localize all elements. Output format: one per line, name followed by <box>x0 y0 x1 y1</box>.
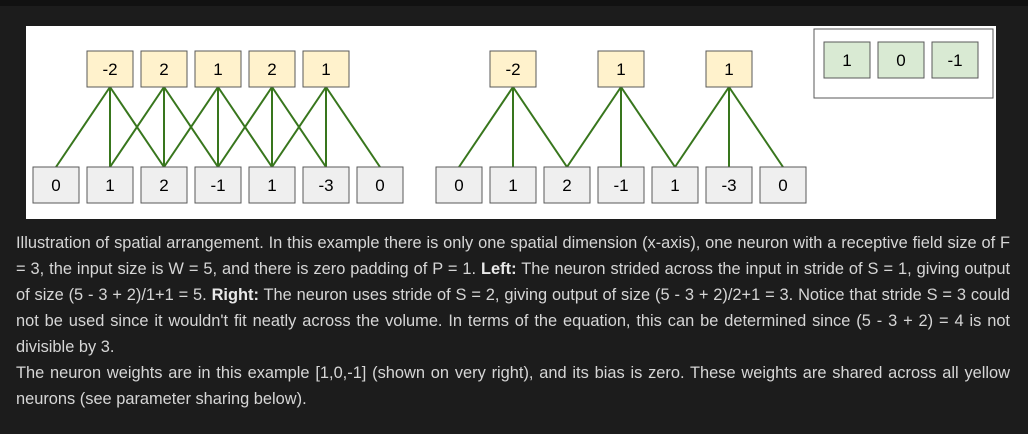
right-output-neuron-value: -2 <box>505 60 520 79</box>
left-input-cell: 0 <box>356 166 404 204</box>
left-output-neuron-value: 1 <box>213 60 222 79</box>
right-output-neuron-value: 1 <box>616 60 625 79</box>
weight-cell: 0 <box>877 41 925 79</box>
left-input-cell-rect <box>302 166 350 204</box>
caption-left-text: The neuron strided across the input in s… <box>16 260 1011 304</box>
left-output-neuron: 1 <box>302 50 350 88</box>
weight-cell-value: 0 <box>896 51 905 70</box>
weight-cell-rect <box>931 41 979 79</box>
left-input-cell-rect <box>194 166 242 204</box>
right-input-cell: 0 <box>759 166 807 204</box>
right-connection-line <box>566 86 622 168</box>
left-input-cell-value: 0 <box>375 176 384 195</box>
left-input-cell-rect <box>248 166 296 204</box>
top-bar <box>0 0 1028 6</box>
right-output-neuron-rect <box>705 50 753 88</box>
left-input-cell-value: 1 <box>267 176 276 195</box>
left-output-neuron-value: 2 <box>159 60 168 79</box>
left-connection-line <box>55 86 111 168</box>
left-connection-line <box>109 86 165 168</box>
right-input-cell-rect <box>597 166 645 204</box>
right-input-cell: 2 <box>543 166 591 204</box>
left-input-cell-value: -1 <box>210 176 225 195</box>
right-output-neuron: 1 <box>705 50 753 88</box>
right-input-cell-rect <box>489 166 537 204</box>
right-connection-line <box>674 86 730 168</box>
figure-caption: Illustration of spatial arrangement. In … <box>16 230 1010 412</box>
right-input-cell-value: 0 <box>454 176 463 195</box>
left-output-neuron-rect <box>248 50 296 88</box>
right-input-cell-rect <box>435 166 483 204</box>
caption-paragraph-1: Illustration of spatial arrangement. In … <box>16 230 1010 360</box>
weight-cell-rect <box>877 41 925 79</box>
right-input-cell-rect <box>543 166 591 204</box>
caption-left-label: Left: <box>481 260 517 278</box>
left-input-cell-value: 0 <box>51 176 60 195</box>
left-output-neuron: 2 <box>140 50 188 88</box>
left-input-cell-rect <box>356 166 404 204</box>
right-output-neuron-value: 1 <box>724 60 733 79</box>
right-input-cell-rect <box>759 166 807 204</box>
left-output-neuron: -2 <box>86 50 134 88</box>
left-input-cell: 1 <box>248 166 296 204</box>
left-output-neuron-rect <box>140 50 188 88</box>
left-connection-line <box>163 86 219 168</box>
left-input-cell: 1 <box>86 166 134 204</box>
weight-cell: -1 <box>931 41 979 79</box>
right-connection-line <box>512 86 568 168</box>
weight-cell-value: -1 <box>947 51 962 70</box>
left-connection-line <box>217 86 273 168</box>
right-output-neuron: 1 <box>597 50 645 88</box>
right-input-cell-value: 2 <box>562 176 571 195</box>
right-connection-line <box>620 86 676 168</box>
right-input-cell-value: 0 <box>778 176 787 195</box>
right-input-cell-rect <box>651 166 699 204</box>
right-input-cell: 1 <box>489 166 537 204</box>
caption-paragraph-2: The neuron weights are in this example [… <box>16 364 1010 408</box>
left-connection-line <box>325 86 381 168</box>
right-input-cell-value: 1 <box>670 176 679 195</box>
weight-cell: 1 <box>823 41 871 79</box>
left-input-cell-value: 2 <box>159 176 168 195</box>
left-connection-line <box>271 86 327 168</box>
right-output-neuron: -2 <box>489 50 537 88</box>
right-input-cell-value: 1 <box>508 176 517 195</box>
left-input-cell-rect <box>32 166 80 204</box>
right-input-cell: -3 <box>705 166 753 204</box>
caption-right-label: Right: <box>211 286 259 304</box>
left-input-cell-value: -3 <box>318 176 333 195</box>
left-output-neuron-rect <box>194 50 242 88</box>
right-output-neuron-rect <box>597 50 645 88</box>
left-input-cell-rect <box>86 166 134 204</box>
left-output-neuron-rect <box>86 50 134 88</box>
left-output-neuron-rect <box>302 50 350 88</box>
caption-intro: Illustration of spatial arrangement. In … <box>16 234 1010 278</box>
left-output-neuron: 2 <box>248 50 296 88</box>
right-input-cell: 1 <box>651 166 699 204</box>
left-input-cell-value: 1 <box>105 176 114 195</box>
right-input-cell-value: -3 <box>721 176 736 195</box>
left-input-cell: -3 <box>302 166 350 204</box>
right-input-cell-rect <box>705 166 753 204</box>
left-output-neuron: 1 <box>194 50 242 88</box>
right-input-cell-value: -1 <box>613 176 628 195</box>
spatial-arrangement-figure: -2 2 1 2 1 0 1 2 -1 1 -3 0 -2 1 1 0 1 2 -1 1 -3 0 1 0 -1 <box>26 26 996 219</box>
caption-right-text: The neuron uses stride of S = 2, giving … <box>16 286 1010 356</box>
left-output-neuron-value: 2 <box>267 60 276 79</box>
left-output-neuron-value: -2 <box>102 60 117 79</box>
right-connection-line <box>458 86 514 168</box>
left-input-cell: 0 <box>32 166 80 204</box>
weight-cell-value: 1 <box>842 51 851 70</box>
right-input-cell: 0 <box>435 166 483 204</box>
right-input-cell: -1 <box>597 166 645 204</box>
left-output-neuron-value: 1 <box>321 60 330 79</box>
left-input-cell: 2 <box>140 166 188 204</box>
right-connection-line <box>728 86 784 168</box>
right-output-neuron-rect <box>489 50 537 88</box>
weight-cell-rect <box>823 41 871 79</box>
left-input-cell-rect <box>140 166 188 204</box>
left-input-cell: -1 <box>194 166 242 204</box>
figure-svg: -2 2 1 2 1 0 1 2 -1 1 -3 0 -2 1 1 0 1 2 -1 1 -3 0 1 0 -1 <box>32 28 994 204</box>
